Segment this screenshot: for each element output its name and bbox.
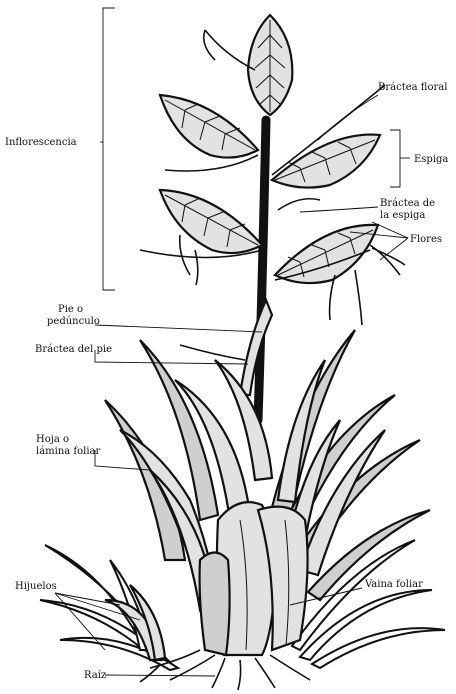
spike-upper-left — [160, 95, 258, 171]
label-bractea-pie: Bráctea del pie — [35, 344, 112, 355]
inflorescencia-bracket — [103, 8, 115, 290]
label-espiga: Espiga — [414, 154, 448, 165]
leaf-sheaths — [200, 502, 308, 655]
spike-lower-left — [140, 190, 262, 285]
label-pie-2: pedúnculo — [47, 316, 100, 327]
label-inflorescencia: Inflorescencia — [5, 137, 77, 148]
label-bractea-espiga-2: la espiga — [380, 210, 425, 221]
label-vaina: Vaina foliar — [364, 579, 423, 590]
label-flores: Flores — [410, 234, 442, 245]
label-hijuelos: Hijuelos — [15, 581, 57, 592]
spike-lower-right — [275, 225, 405, 325]
espiga-bracket — [390, 130, 400, 187]
spike-bract — [278, 199, 320, 210]
label-hoja-2: lámina foliar — [36, 446, 101, 457]
spike-top — [204, 15, 293, 115]
label-pie-1: Pie o — [58, 304, 83, 315]
inflorescence — [140, 15, 405, 325]
label-hoja-1: Hoja o — [36, 434, 69, 445]
label-bractea-espiga-1: Bráctea de — [380, 198, 435, 209]
spike-upper-right — [272, 85, 385, 188]
label-bractea-floral: Bráctea floral — [378, 82, 447, 93]
label-raiz: Raíz — [84, 670, 106, 681]
